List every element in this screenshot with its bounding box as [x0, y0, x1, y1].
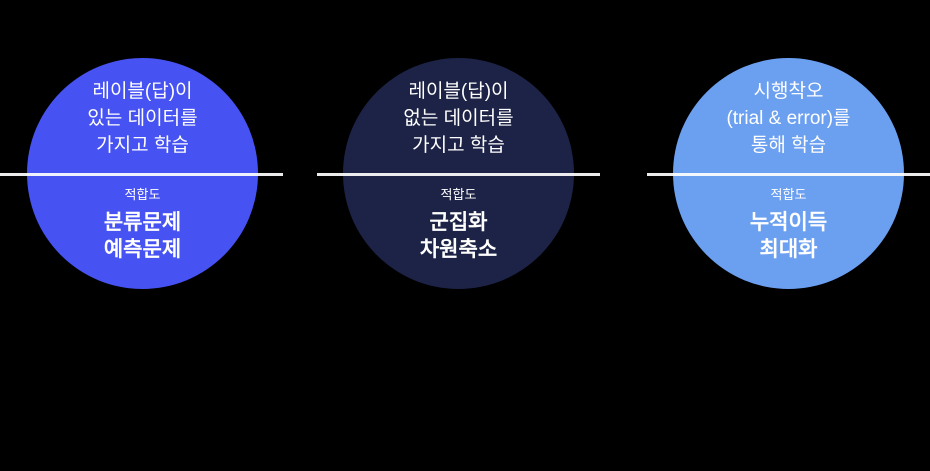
fit-label: 적합도: [440, 187, 477, 202]
fit-label: 적합도: [770, 187, 807, 202]
description-text: 시행착오 (trial & error)를 통해 학습: [726, 81, 851, 156]
divider-line-reinforcement: [647, 173, 930, 176]
fit-items-text: 누적이득 최대화: [749, 211, 828, 261]
description-text: 레이블(답)이 있는 데이터를 가지고 학습: [87, 81, 198, 156]
fit-label: 적합도: [124, 187, 161, 202]
fit-items-text: 분류문제 예측문제: [103, 211, 182, 261]
divider-line-unsupervised: [317, 173, 600, 176]
divider-line-supervised: [0, 173, 283, 176]
fit-items-text: 군집화 차원축소: [419, 211, 498, 261]
description-text: 레이블(답)이 없는 데이터를 가지고 학습: [403, 81, 514, 156]
